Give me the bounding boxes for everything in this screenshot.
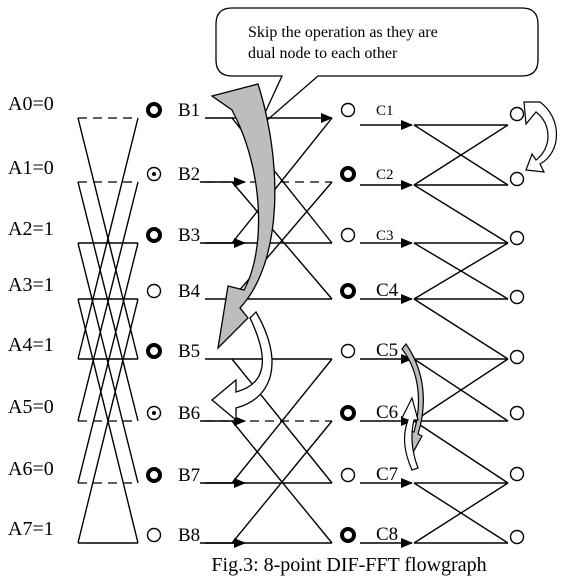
node-label-c8: C8 xyxy=(376,524,398,545)
node-b4 xyxy=(146,283,162,299)
callout-text-line-2: dual node to each other xyxy=(248,45,398,62)
node-label-c2: C2 xyxy=(376,167,394,183)
stage-1-butterflies xyxy=(77,117,139,544)
node-b1 xyxy=(146,102,162,118)
node-label-c3: C3 xyxy=(376,228,394,244)
input-label-6: A6=0 xyxy=(8,458,54,480)
callout-bubble: Skip the operation as they are dual node… xyxy=(215,7,539,129)
node-label-b7: B7 xyxy=(178,465,200,486)
node-b8 xyxy=(146,527,162,543)
output-node-5 xyxy=(509,349,525,365)
input-label-2: A2=1 xyxy=(8,218,54,240)
swap-arrow-small xyxy=(401,342,424,460)
input-label-1: A1=0 xyxy=(8,157,54,179)
output-node-6 xyxy=(509,405,525,421)
node-b3 xyxy=(146,227,162,243)
node-label-c6: C6 xyxy=(376,402,398,423)
stage-3-butterflies xyxy=(360,120,509,548)
output-node-8 xyxy=(509,529,525,545)
node-b7 xyxy=(146,467,162,483)
node-label-c4: C4 xyxy=(376,280,399,301)
output-node-4 xyxy=(509,289,525,305)
node-c5 xyxy=(340,343,356,359)
input-label-7: A7=1 xyxy=(8,518,54,540)
node-c1 xyxy=(340,102,356,118)
output-node-3 xyxy=(509,230,525,246)
node-c6 xyxy=(340,405,356,421)
input-label-3: A3=1 xyxy=(8,274,54,296)
node-label-b3: B3 xyxy=(178,225,200,246)
node-c2 xyxy=(340,166,356,182)
node-b2 xyxy=(146,166,162,182)
node-c3 xyxy=(340,227,356,243)
swap-arrow-large xyxy=(210,83,276,350)
output-node-7 xyxy=(509,466,525,482)
node-label-b6: B6 xyxy=(178,403,200,424)
node-c7 xyxy=(340,467,356,483)
node-label-c1: C1 xyxy=(376,103,394,119)
output-node-1 xyxy=(509,106,525,122)
node-c8 xyxy=(340,527,356,543)
input-labels: A0=0A1=0A2=1A3=1A4=1A5=0A6=0A7=1 xyxy=(8,93,54,540)
node-label-b8: B8 xyxy=(178,525,200,546)
swap-arrow-small-return xyxy=(401,396,419,471)
node-b5 xyxy=(146,343,162,359)
node-label-c5: C5 xyxy=(376,340,398,361)
node-label-b2: B2 xyxy=(178,164,200,185)
node-label-b1: B1 xyxy=(178,100,200,121)
input-label-4: A4=1 xyxy=(8,334,54,356)
node-label-b4: B4 xyxy=(178,281,201,302)
node-label-b5: B5 xyxy=(178,341,200,362)
node-c4 xyxy=(340,283,356,299)
output-nodes xyxy=(509,106,525,545)
swap-arrow-large-return xyxy=(210,310,273,422)
callout-text-line-1: Skip the operation as they are xyxy=(248,24,438,41)
node-b6 xyxy=(146,405,162,421)
figure-caption: Fig.3: 8-point DIF-FFT flowgraph xyxy=(211,554,486,576)
input-label-0: A0=0 xyxy=(8,93,54,115)
input-label-5: A5=0 xyxy=(8,396,54,418)
node-label-c7: C7 xyxy=(376,464,398,485)
output-rotate-arrow xyxy=(523,101,558,173)
output-node-2 xyxy=(509,171,525,187)
